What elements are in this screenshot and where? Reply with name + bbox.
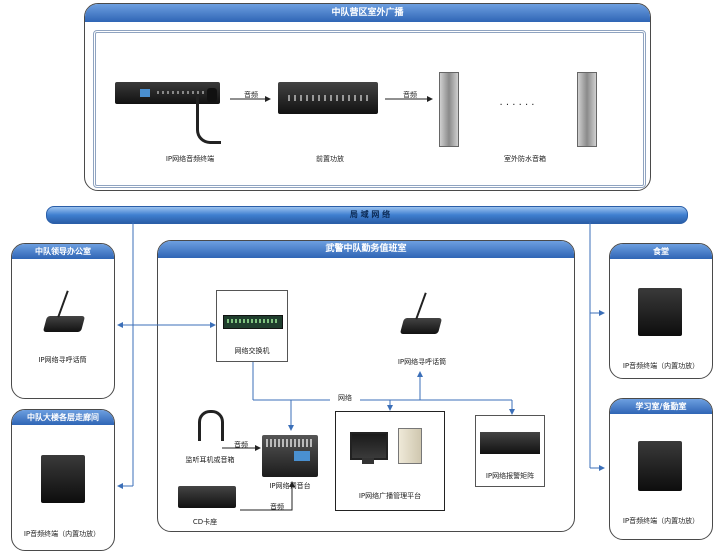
speaker-column-icon-2: [577, 72, 597, 147]
alarm-matrix-label: IP网络报警矩阵: [485, 472, 535, 480]
corridor-terminal-icon: [41, 455, 85, 503]
audio-label-1: 音频: [244, 91, 258, 99]
study-room-device-label: IP音频终端（内置功放）: [622, 517, 700, 525]
platform-box: IP网络广播管理平台: [335, 411, 445, 511]
speaker-column-icon-1: [439, 72, 459, 147]
canteen-terminal-icon: [638, 288, 682, 336]
audio-label-a: 音频: [234, 441, 248, 449]
duty-paging-mic-icon: [399, 318, 443, 334]
canteen-device-label: IP音频终端（内置功放）: [622, 362, 700, 370]
dots-label: · · · · · ·: [499, 100, 535, 111]
canteen-title: 食堂: [610, 244, 712, 259]
ip-terminal-label: IP网络音频终端: [165, 155, 215, 163]
leader-office-title: 中队领导办公室: [12, 244, 114, 259]
leader-office-device-label: IP网络寻呼话筒: [38, 356, 87, 364]
study-room-title: 学习室/备勤室: [610, 399, 712, 414]
switch-icon: [223, 315, 283, 329]
outdoor-broadcast-title: 中队营区室外广播: [85, 4, 650, 22]
cd-label: CD卡座: [192, 518, 218, 526]
audio-label-2: 音频: [403, 91, 417, 99]
paging-mic-icon: [42, 316, 86, 332]
monitor-stand-icon: [362, 458, 374, 464]
speaker-label: 室外防水音箱: [504, 155, 546, 163]
ip-audio-terminal-icon: [115, 82, 220, 104]
outdoor-inner-frame: [93, 30, 646, 188]
microphone-cord-icon: [196, 88, 221, 144]
duty-paging-mic-label: IP网络寻呼话筒: [397, 358, 447, 366]
corridor-title: 中队大楼各层走廊间: [12, 410, 114, 425]
amp-label: 前置功放: [316, 155, 344, 163]
alarm-matrix-icon: [480, 432, 540, 454]
duty-room-title: 武警中队勤务值班室: [158, 241, 574, 258]
headphones-label: 监听耳机或音箱: [185, 456, 235, 464]
pc-tower-icon: [398, 428, 422, 464]
platform-label: IP网络广播管理平台: [358, 492, 422, 500]
corridor-device-label: IP音频终端（内置功放）: [23, 530, 101, 538]
mixer-icon: [262, 435, 318, 477]
audio-label-b: 音频: [270, 503, 284, 511]
switch-box: 网络交换机: [216, 290, 288, 362]
mixer-label: IP网络调音台: [269, 482, 311, 490]
lan-bar: [46, 206, 688, 224]
amplifier-icon: [278, 82, 378, 114]
headphones-icon: [198, 410, 224, 441]
monitor-icon: [350, 432, 388, 460]
switch-label: 网络交换机: [234, 347, 270, 355]
network-label: 网络: [330, 393, 360, 403]
lan-label: 局 域 网 络: [349, 210, 391, 219]
study-terminal-icon: [638, 441, 682, 491]
alarm-matrix-box: IP网络报警矩阵: [475, 415, 545, 487]
cd-player-icon: [178, 486, 236, 508]
